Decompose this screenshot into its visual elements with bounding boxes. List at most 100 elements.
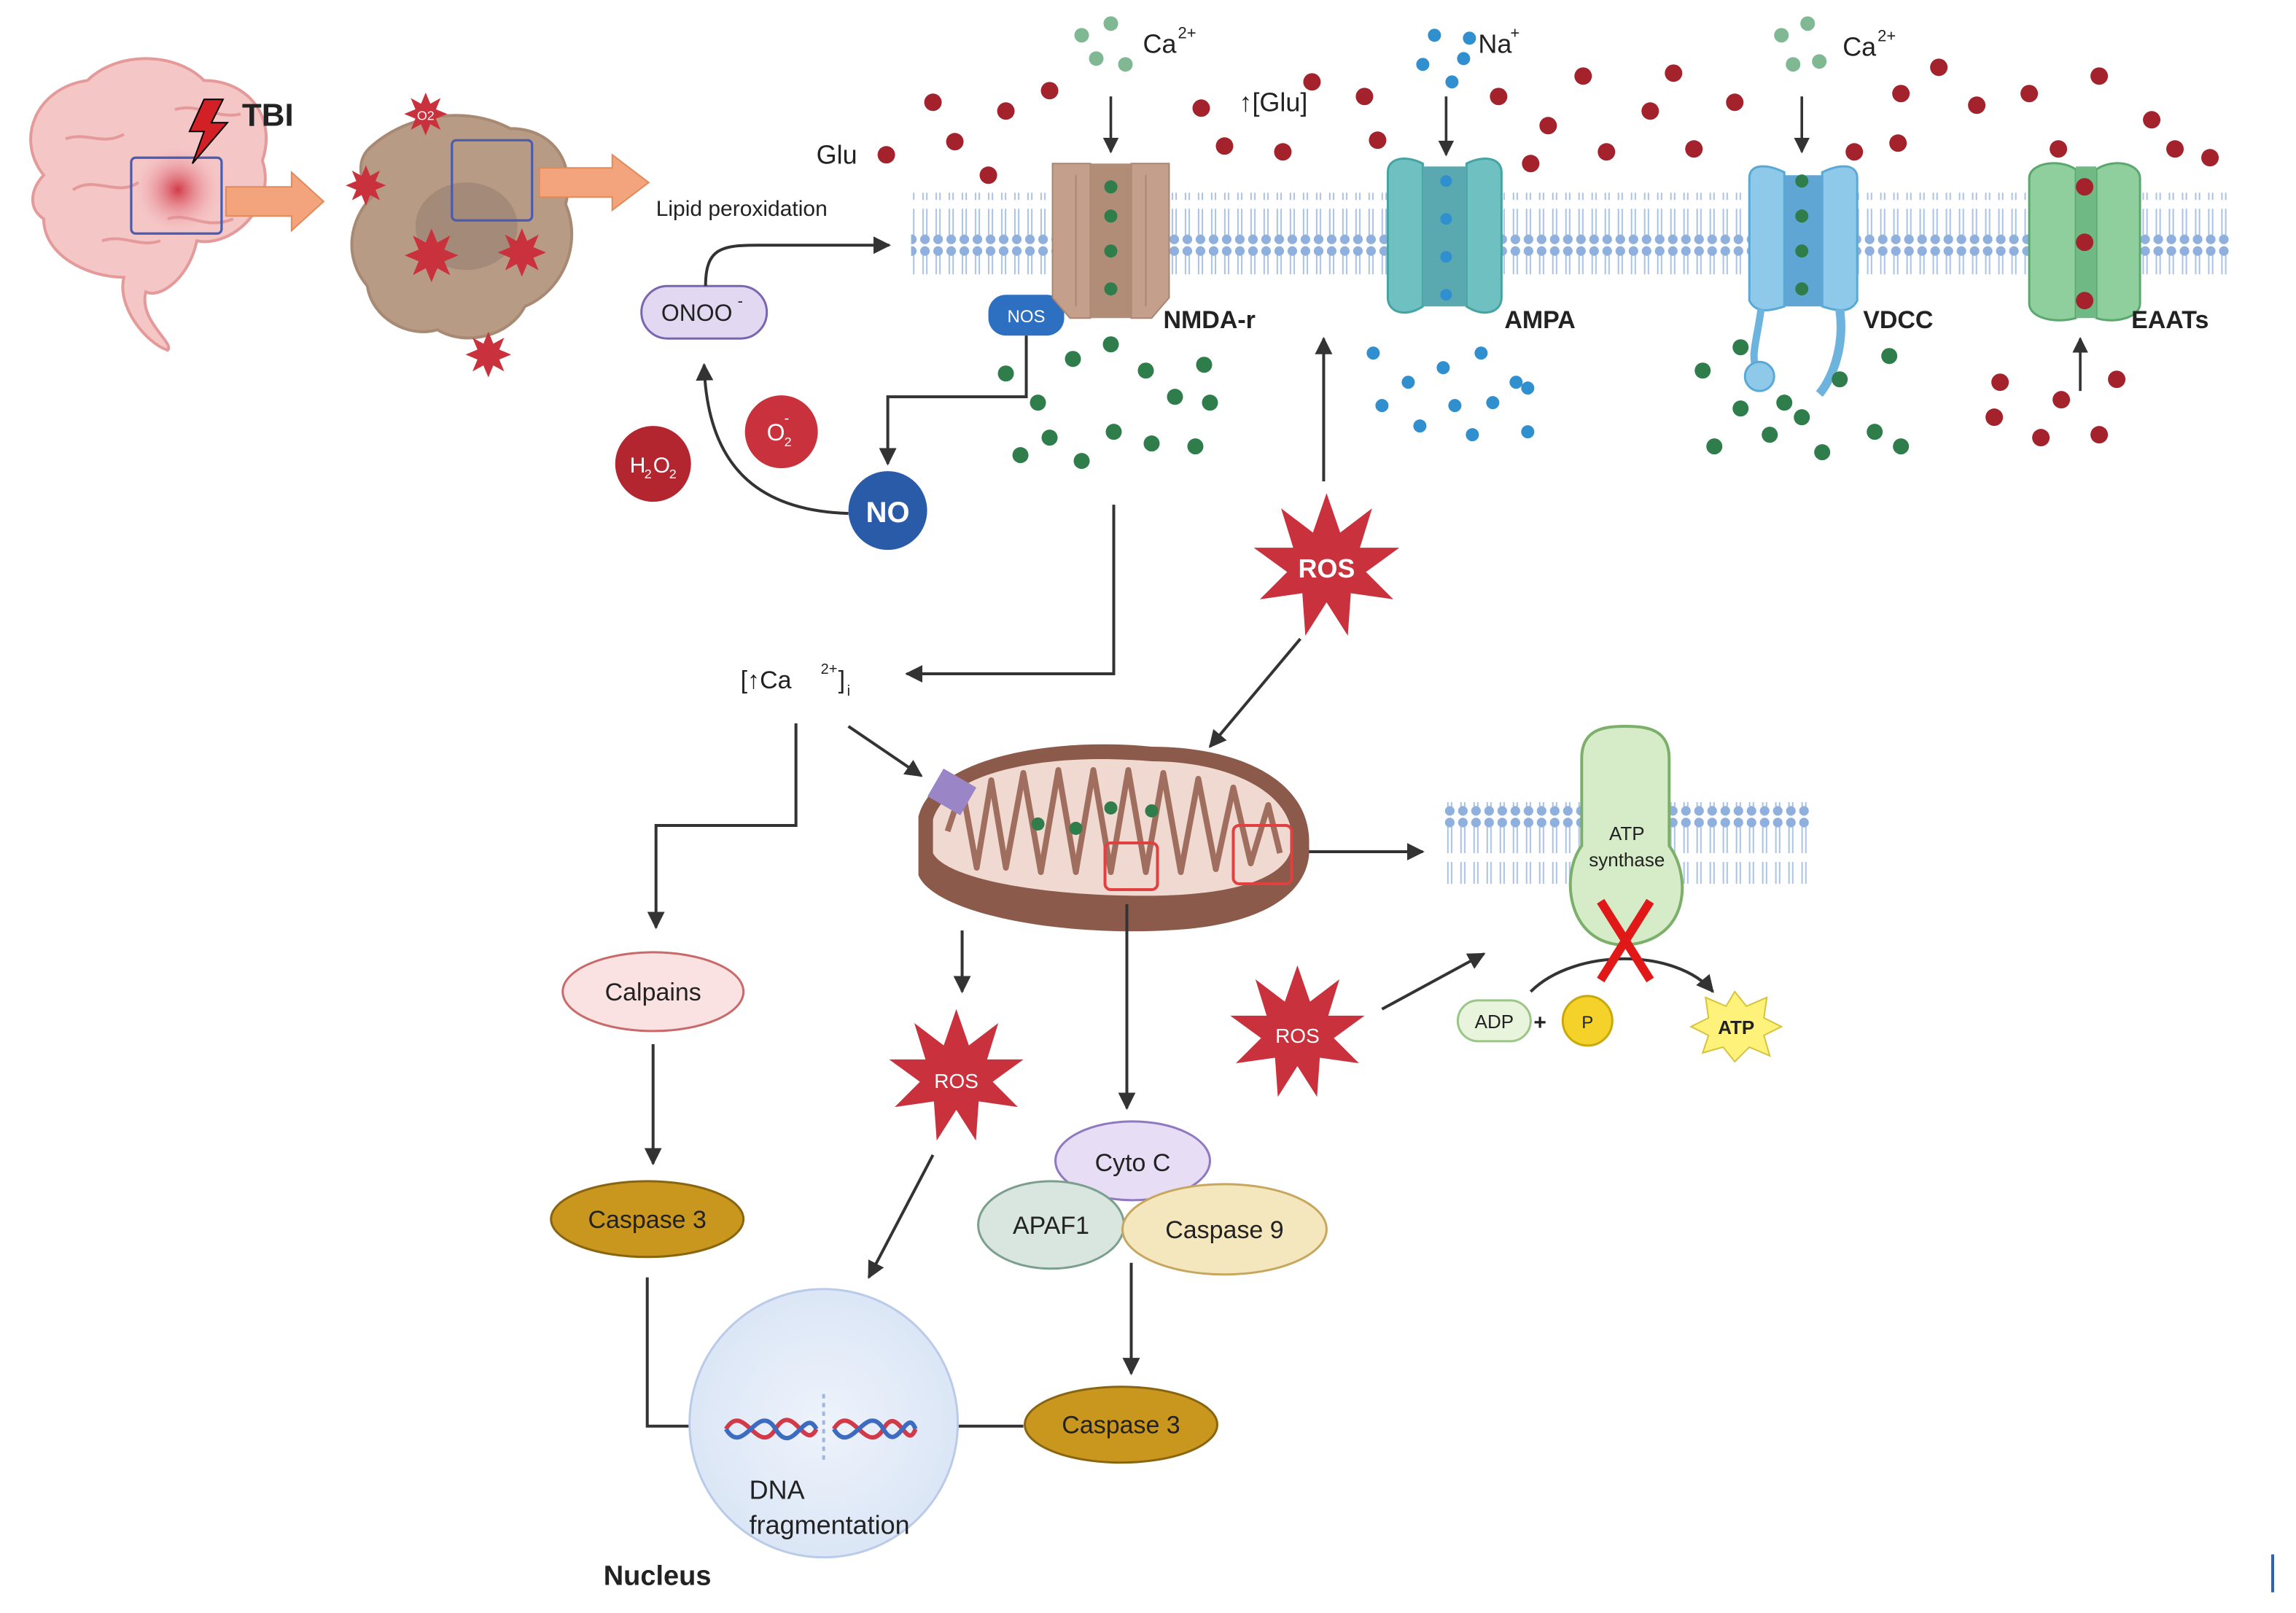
- sodium-particle: [1440, 213, 1452, 225]
- svg-text:ATP: ATP: [1718, 1017, 1754, 1038]
- glutamate-particle: [2032, 429, 2050, 447]
- calcium-particle: [1814, 444, 1831, 461]
- glutamate-particle: [1685, 140, 1703, 158]
- sodium-particle: [1448, 399, 1462, 413]
- glutamate-particle: [979, 166, 997, 184]
- sodium-particle: [1463, 31, 1476, 45]
- calcium-particle: [1881, 348, 1898, 365]
- svg-text:2: 2: [785, 435, 792, 449]
- svg-text:synthase: synthase: [1589, 849, 1665, 871]
- svg-text:ROS: ROS: [1298, 553, 1355, 583]
- ion-particles: [877, 16, 2219, 470]
- atp-molecule: ATP: [1689, 990, 1783, 1063]
- sodium-particle: [1413, 419, 1427, 433]
- o2-radical-bursts: O2: [346, 92, 546, 378]
- arrow-ca-to-mitochondria: [847, 725, 923, 777]
- glutamate-particle: [2090, 67, 2109, 85]
- lipid-peroxidation-label: Lipid peroxidation: [656, 197, 828, 221]
- glutamate-particle: [2076, 178, 2094, 196]
- calcium-particle: [1012, 447, 1029, 464]
- svg-text:Calpains: Calpains: [605, 979, 701, 1006]
- glutamate-particle: [2201, 149, 2219, 167]
- calcium-particle: [1762, 427, 1778, 443]
- superoxide-molecule: O 2 -: [744, 395, 818, 469]
- glutamate-particle: [1930, 58, 1948, 77]
- calcium-particle: [1187, 438, 1204, 455]
- glutamate-particle: [1355, 88, 1374, 106]
- glutamate-particle: [1539, 117, 1557, 135]
- glutamate-particle: [2076, 292, 2094, 310]
- sodium-particle: [1440, 251, 1452, 263]
- calcium-particle: [1893, 438, 1910, 455]
- phosphate-molecule: P: [1561, 995, 1614, 1047]
- dna-helix-icon: [724, 1394, 918, 1461]
- svg-text:ATP: ATP: [1609, 823, 1645, 844]
- svg-text:2: 2: [645, 467, 652, 481]
- calcium-particle: [1786, 57, 1801, 72]
- glutamate-particle: [2076, 233, 2094, 252]
- svg-text:H: H: [630, 454, 646, 478]
- calcium-particle: [1104, 209, 1118, 223]
- ampa-label: AMPA: [1504, 306, 1576, 334]
- glutamate-particle: [1274, 143, 1292, 161]
- calcium-particle: [1202, 394, 1218, 411]
- calcium-particle: [997, 365, 1014, 382]
- arrow-nos-to-no: [879, 335, 1028, 466]
- svg-text:ROS: ROS: [934, 1070, 978, 1092]
- blocked-x-icon: [1597, 898, 1654, 983]
- calcium-particle: [1795, 244, 1809, 258]
- glutamate-particle: [1991, 373, 2009, 392]
- plus-sign: +: [1533, 1011, 1546, 1035]
- calcium-particle: [1030, 394, 1046, 411]
- arrow-ros-to-nucleus: [867, 1154, 935, 1279]
- svg-text:-: -: [785, 411, 790, 427]
- svg-text:ADP: ADP: [1475, 1011, 1514, 1033]
- glutamate-particle: [946, 133, 964, 151]
- ca-label-top-right: Ca: [1842, 31, 1876, 61]
- svg-text:2+: 2+: [1178, 23, 1196, 42]
- calcium-particle: [1065, 351, 1081, 368]
- svg-text:Caspase 3: Caspase 3: [588, 1206, 707, 1234]
- ros-burst-top: ROS: [1253, 493, 1400, 636]
- svg-text:[↑Ca: [↑Ca: [741, 666, 792, 694]
- calcium-particle: [1041, 430, 1058, 446]
- svg-text:]: ]: [838, 666, 845, 694]
- sodium-particle: [1466, 428, 1479, 442]
- sodium-particle: [1416, 58, 1430, 71]
- glutamate-particle: [1574, 67, 1592, 85]
- calcium-particle: [1706, 438, 1723, 455]
- arrow-onoo-to-lipid: [704, 236, 892, 287]
- svg-text:i: i: [847, 683, 850, 699]
- glutamate-particle: [1598, 143, 1616, 161]
- svg-text:Caspase 3: Caspase 3: [1062, 1412, 1180, 1439]
- arrow-ros-to-atp-synthase: [1381, 952, 1486, 1011]
- calcium-particle: [1812, 54, 1827, 69]
- calcium-particle: [1832, 371, 1848, 388]
- svg-text:NO: NO: [866, 497, 910, 529]
- glutamate-particle: [1303, 73, 1321, 91]
- calcium-particle: [1694, 362, 1711, 379]
- glutamate-particle: [1889, 134, 1907, 152]
- svg-text:+: +: [1510, 23, 1519, 42]
- lesion-box: [130, 156, 223, 235]
- glutamate-particle: [2166, 140, 2184, 158]
- calcium-particle: [1776, 394, 1793, 411]
- svg-text:O: O: [653, 454, 670, 478]
- caspase3-right: Caspase 3: [1024, 1385, 1218, 1464]
- ampa-receptor: [1386, 158, 1503, 314]
- svg-text:ONOO: ONOO: [661, 300, 733, 326]
- calcium-particle: [1102, 336, 1119, 353]
- calcium-particle: [1103, 16, 1118, 31]
- dna-label: DNA: [750, 1475, 805, 1505]
- svg-text:O: O: [767, 419, 785, 446]
- glutamate-particle: [1845, 143, 1864, 161]
- calcium-particle: [1104, 180, 1118, 194]
- ros-burst-right: ROS: [1230, 965, 1365, 1097]
- calcium-particle: [1104, 282, 1118, 296]
- sodium-particle: [1440, 175, 1452, 187]
- glu-increase-label: ↑[Glu]: [1239, 87, 1307, 117]
- calcium-particle: [1196, 357, 1213, 373]
- sodium-particle: [1445, 75, 1459, 89]
- sodium-particle: [1509, 376, 1523, 389]
- nos-enzyme: NOS: [988, 295, 1065, 336]
